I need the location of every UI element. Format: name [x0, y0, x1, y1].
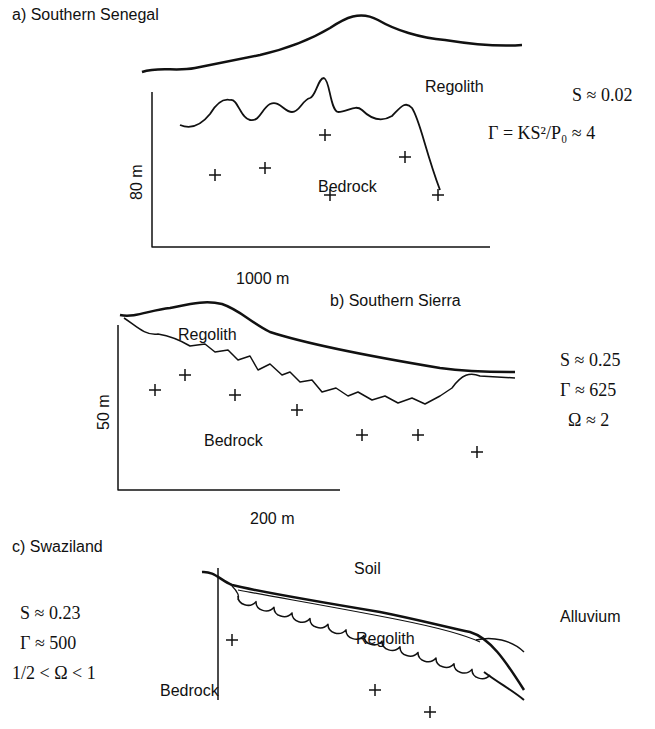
bedrock-interface [180, 78, 440, 190]
panel-title: a) Southern Senegal [12, 6, 159, 24]
ground-surface [142, 15, 522, 72]
bedrock-symbols [149, 129, 483, 718]
alluvium-outline [476, 639, 524, 653]
parameter: Ω ≈ 2 [568, 411, 609, 431]
scale-label: 200 m [250, 510, 294, 528]
bedrock-symbol [264, 162, 266, 174]
axis [152, 92, 490, 247]
bedrock-symbol [154, 384, 156, 396]
parameter: S ≈ 0.23 [20, 604, 80, 624]
ground-surface [120, 302, 515, 372]
region-label: Regolith [178, 326, 237, 344]
parameter: Γ ≈ 625 [560, 381, 616, 401]
scale-label: 80 m [128, 164, 146, 200]
bedrock-symbol [214, 169, 216, 181]
bedrock-symbol [404, 151, 406, 163]
region-label: Regolith [425, 78, 484, 96]
region-label: Bedrock [160, 682, 219, 700]
bedrock-symbol [296, 404, 298, 416]
regolith-edge [232, 586, 239, 600]
bedrock-symbol [361, 429, 363, 441]
bedrock-interface [238, 596, 490, 679]
bedrock-symbol [437, 189, 439, 201]
region-label: Bedrock [318, 178, 377, 196]
axis [118, 325, 340, 490]
bedrock-symbol [231, 634, 233, 646]
bedrock-symbol [374, 684, 376, 696]
scale-label: 50 m [95, 394, 113, 430]
bedrock-symbol [234, 389, 236, 401]
bedrock-symbol [429, 706, 431, 718]
bedrock-symbol [417, 429, 419, 441]
bedrock-symbol [476, 446, 478, 458]
parameter: S ≈ 0.02 [572, 86, 632, 106]
bedrock-symbol [184, 369, 186, 381]
ground-surface [202, 572, 524, 690]
region-label: Soil [354, 560, 381, 578]
region-label: Bedrock [204, 432, 263, 450]
bedrock-symbol [324, 129, 326, 141]
region-label: Regolith [356, 630, 415, 648]
parameter: S ≈ 0.25 [560, 351, 620, 371]
parameter: 1/2 < Ω < 1 [12, 664, 96, 684]
parameter: Γ = KS²/P₀ ≈ 4 [488, 124, 595, 144]
parameter: Γ ≈ 500 [20, 634, 76, 654]
panel-title: b) Southern Sierra [330, 292, 461, 310]
region-label: Alluvium [560, 608, 620, 626]
panel-title: c) Swaziland [12, 538, 103, 556]
scale-label: 1000 m [236, 270, 289, 288]
bedrock-base [484, 672, 524, 700]
axis [217, 568, 219, 700]
bedrock-interface [124, 318, 515, 404]
